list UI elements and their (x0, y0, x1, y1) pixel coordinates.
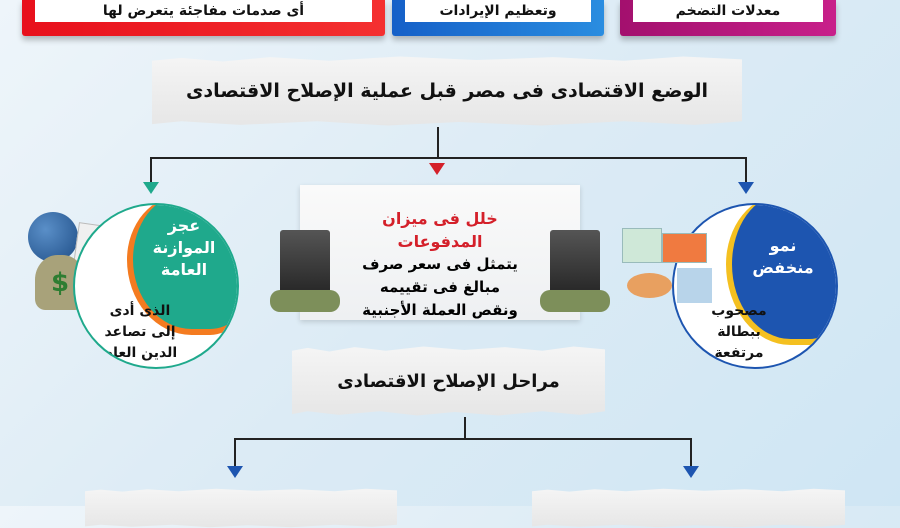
growth-title: منخفض (752, 258, 814, 277)
stages-title: مراحل الإصلاح الاقتصادى (337, 370, 560, 392)
money-pile-icon (540, 290, 610, 312)
safe-icon (550, 230, 600, 300)
top-box-text: معدلات التضخم (633, 0, 823, 22)
growth-desc: ببطالة (717, 324, 761, 340)
top-box-shocks: أى صدمات مفاجئة يتعرض لها (22, 0, 385, 36)
globe-icon (28, 212, 78, 262)
stages-title-banner: مراحل الإصلاح الاقتصادى (292, 346, 605, 416)
connector (437, 127, 439, 159)
budget-desc: إلى تصاعد (104, 324, 176, 340)
arrow-down-icon (429, 163, 445, 175)
top-box-revenues: وتعظيم الإيرادات (392, 0, 604, 36)
top-box-inflation: معدلات التضخم (620, 0, 836, 36)
budget-desc: الدين العام (102, 345, 178, 361)
connector (234, 438, 236, 466)
money-pile-icon (270, 290, 340, 312)
budget-deficit-circle: عجز الموازنة العامة الذى أدى إلى تصاعد ا… (73, 203, 239, 369)
business-meeting-icon (622, 228, 717, 308)
low-growth-circle: نمو منخفض مصحوب ببطالة مرتفعة (672, 203, 838, 369)
budget-title: العامة (160, 260, 208, 279)
safe-icon (280, 230, 330, 300)
budget-title: عجز (167, 216, 201, 235)
growth-title: نمو (769, 236, 797, 255)
connector (464, 417, 466, 439)
balance-line: يتمثل فى سعر صرف (362, 255, 518, 273)
growth-desc: مرتفعة (714, 345, 764, 361)
arrow-down-icon (143, 182, 159, 194)
arrow-down-icon (227, 466, 243, 478)
connector (150, 157, 747, 159)
main-title: الوضع الاقتصادى فى مصر قبل عملية الإصلاح… (186, 80, 708, 102)
connector (690, 438, 692, 466)
budget-title: الموازنة (152, 238, 216, 257)
growth-desc: مصحوب (711, 303, 767, 319)
arrow-down-icon (738, 182, 754, 194)
top-box-text: وتعظيم الإيرادات (405, 0, 591, 22)
budget-desc: الذى أدى (109, 303, 171, 319)
balance-line: مبالغ فى تقييمه (379, 278, 501, 296)
connector (745, 157, 747, 182)
balance-line: ونقص العملة الأجنبية (362, 301, 518, 319)
connector (234, 438, 692, 440)
main-title-banner: الوضع الاقتصادى فى مصر قبل عملية الإصلاح… (152, 56, 742, 126)
arrow-down-icon (683, 466, 699, 478)
balance-title: خلل فى ميزان المدفوعات (382, 209, 498, 251)
top-box-text: أى صدمات مفاجئة يتعرض لها (35, 0, 372, 22)
stage-box-right (532, 488, 845, 528)
connector (150, 157, 152, 182)
balance-panel: خلل فى ميزان المدفوعات يتمثل فى سعر صرف … (270, 185, 610, 320)
stage-box-left (85, 488, 397, 528)
